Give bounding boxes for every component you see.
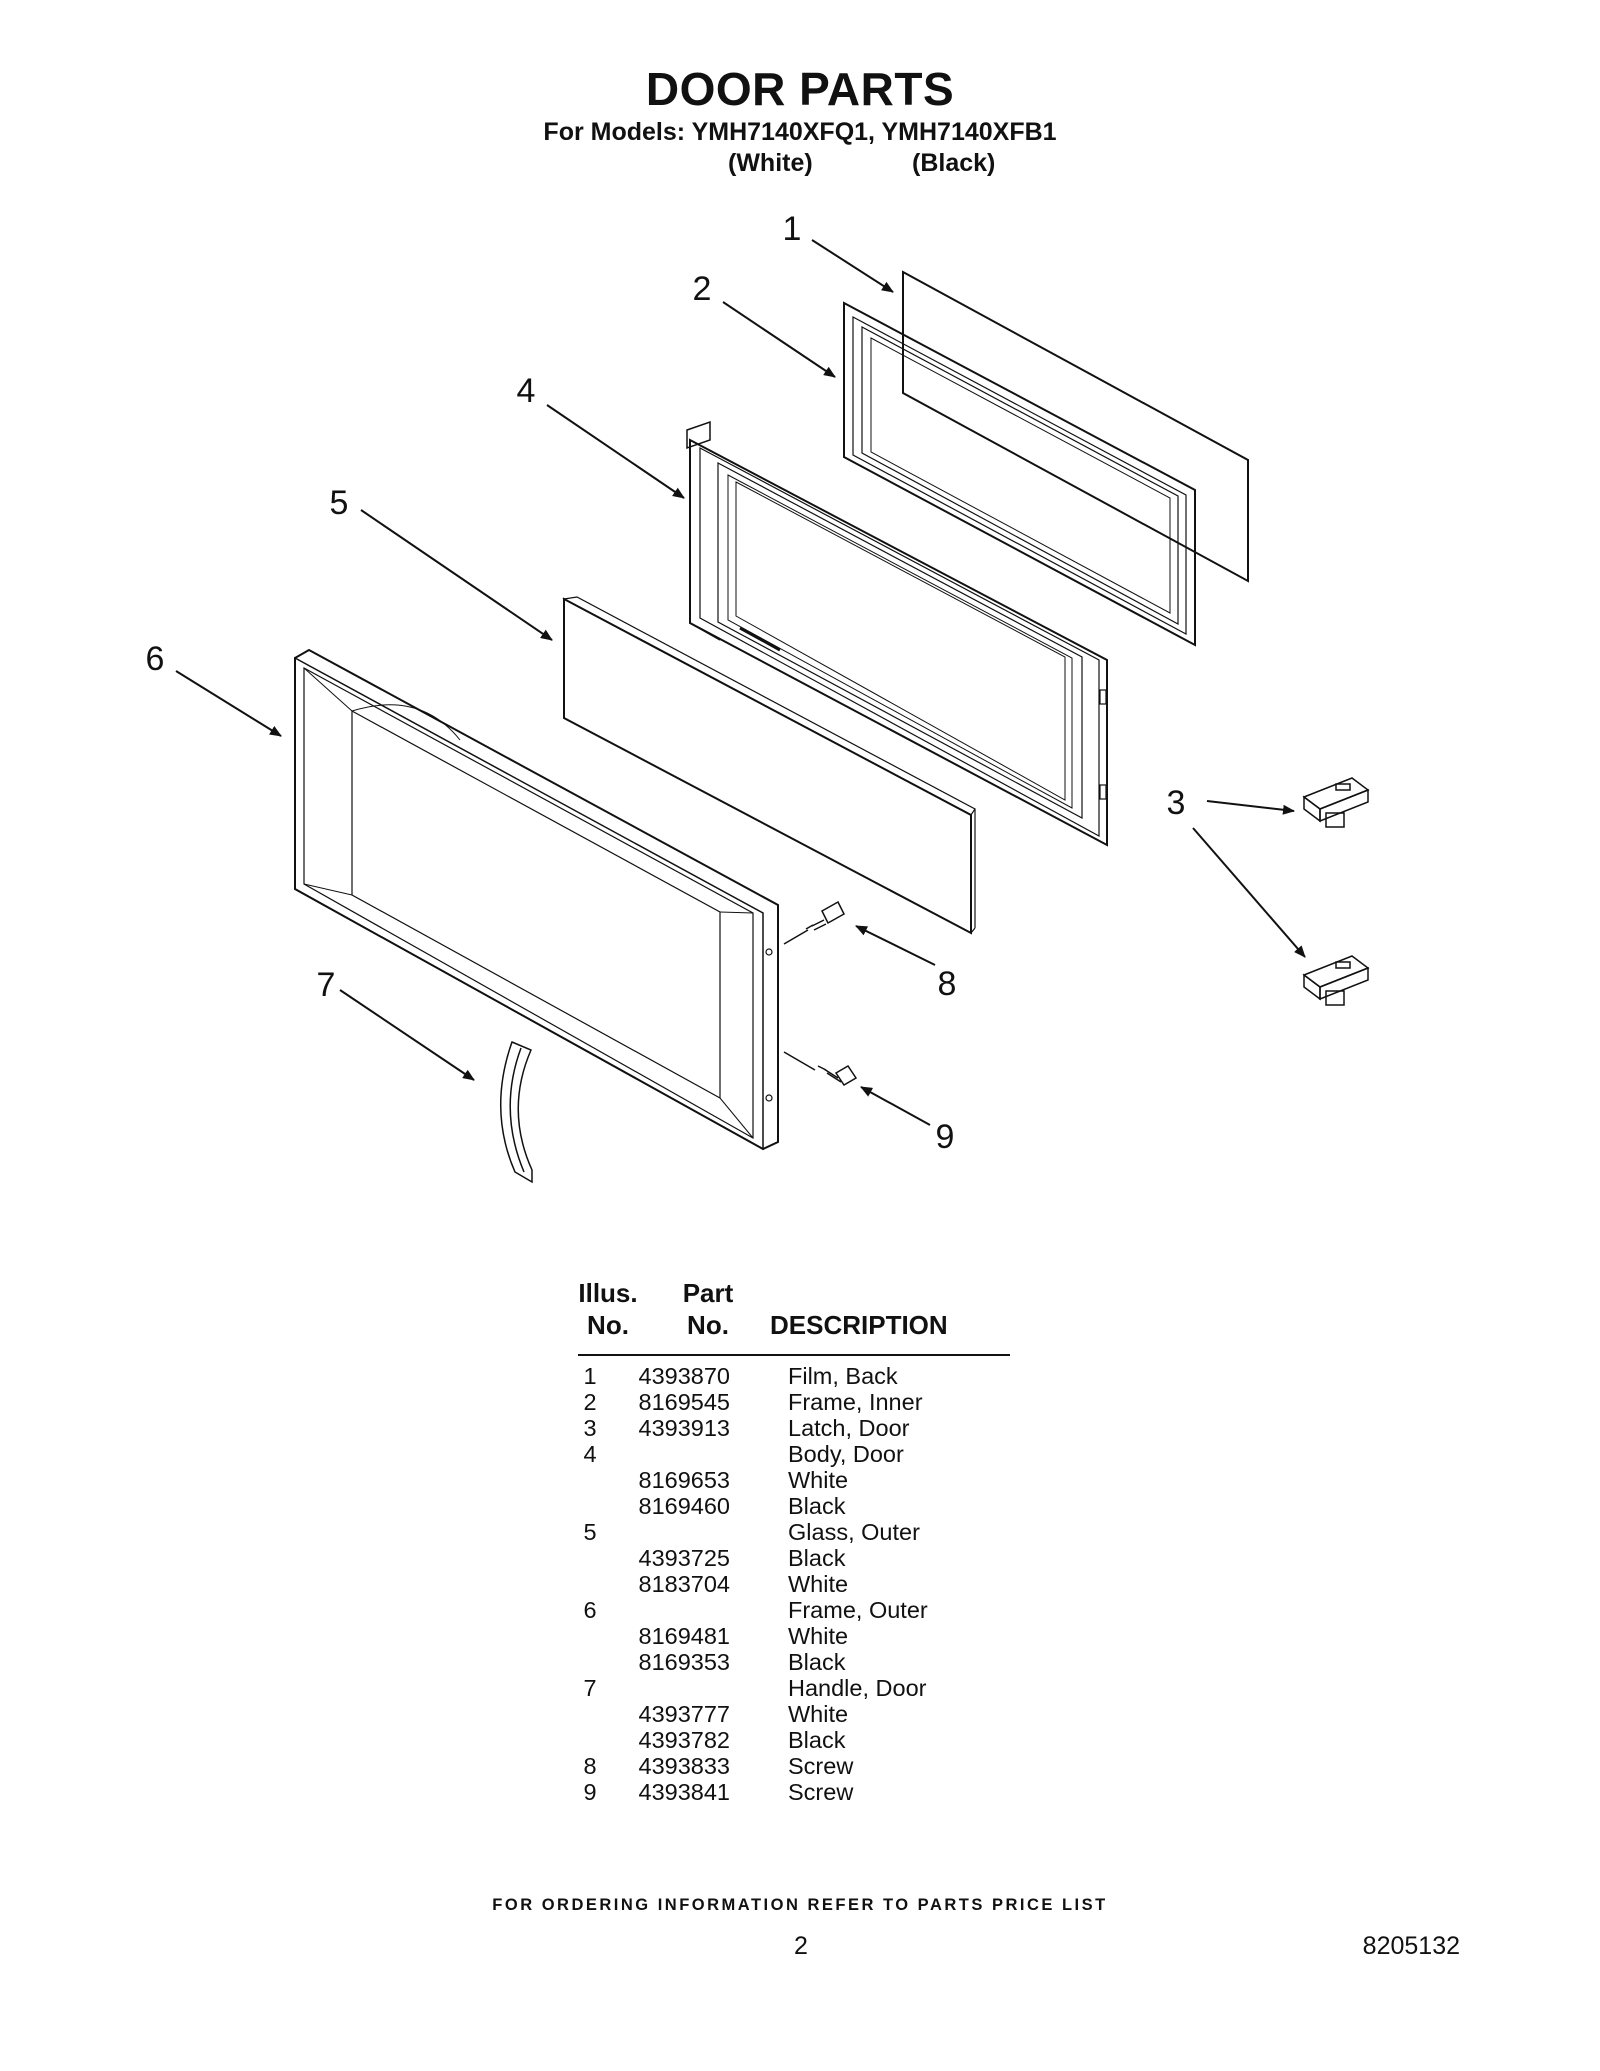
part-no: 8169460 [638, 1493, 731, 1519]
illus-no: 9 [583, 1779, 597, 1805]
header-description: DESCRIPTION [770, 1310, 948, 1340]
part-no: 8169353 [638, 1649, 731, 1675]
callout-9: 9 [935, 1118, 955, 1156]
page-number: 2 [794, 1932, 808, 1960]
part-no: 4393833 [638, 1753, 731, 1779]
description: Film, Back [788, 1363, 898, 1389]
illus-no: 5 [583, 1519, 597, 1545]
description: Black [788, 1727, 846, 1753]
description: Body, Door [788, 1441, 904, 1467]
description: White [788, 1467, 849, 1493]
variant-white-label: (White) [728, 149, 813, 177]
part-no: 4393725 [638, 1545, 731, 1571]
models-line: For Models: YMH7140XFQ1, YMH7140XFB1 [543, 118, 1057, 146]
part-8-screw [805, 900, 845, 931]
part-6-frame-outer [294, 648, 779, 1151]
part-no: 4393913 [638, 1415, 731, 1441]
part-9-screw [817, 1064, 858, 1087]
illus-no: 2 [583, 1389, 597, 1415]
description: Screw [788, 1753, 854, 1779]
callout-4: 4 [516, 372, 536, 410]
description: White [788, 1571, 849, 1597]
description: Black [788, 1649, 846, 1675]
description: Frame, Outer [788, 1597, 928, 1623]
illus-no: 1 [583, 1363, 597, 1389]
illus-no: 3 [583, 1415, 597, 1441]
callout-7: 7 [316, 966, 336, 1004]
illus-no: 4 [583, 1441, 597, 1467]
part-no: 8169653 [638, 1467, 731, 1493]
callout-2: 2 [692, 270, 712, 308]
description: White [788, 1701, 849, 1727]
part-no: 4393782 [638, 1727, 731, 1753]
illus-no: 8 [583, 1753, 597, 1779]
variant-black-label: (Black) [912, 149, 996, 177]
callout-5: 5 [329, 484, 349, 522]
document-number: 8205132 [1362, 1932, 1460, 1960]
part-7-handle-door [500, 1040, 533, 1184]
description: Black [788, 1545, 846, 1571]
header-illus-line2: No. [587, 1310, 629, 1340]
callout-6: 6 [145, 640, 165, 678]
description: Handle, Door [788, 1675, 927, 1701]
part-no: 4393870 [638, 1363, 731, 1389]
header-part-line2: No. [687, 1310, 729, 1340]
callout-3: 3 [1166, 784, 1186, 822]
part-5-glass-outer [562, 596, 976, 935]
page-title: DOOR PARTS [645, 63, 955, 115]
description: Black [788, 1493, 846, 1519]
header-illus-line1: Illus. [578, 1278, 638, 1308]
callout-leaders [175, 239, 1306, 1126]
part-4-body-door [686, 420, 1108, 847]
part-no: 8183704 [638, 1571, 731, 1597]
header-rule [578, 1354, 1010, 1356]
ordering-note: FOR ORDERING INFORMATION REFER TO PARTS … [492, 1896, 1108, 1914]
description: Frame, Inner [788, 1389, 923, 1415]
part-2-frame-inner [843, 301, 1196, 647]
illus-no: 6 [583, 1597, 597, 1623]
callout-1: 1 [782, 210, 802, 248]
header-part-line1: Part [682, 1278, 734, 1308]
part-no: 8169481 [638, 1623, 731, 1649]
description: Screw [788, 1779, 854, 1805]
part-no: 4393777 [638, 1701, 731, 1727]
part-no: 8169545 [638, 1389, 731, 1415]
exploded-parts-diagram [175, 239, 1370, 1184]
callout-8: 8 [937, 965, 957, 1003]
description: Glass, Outer [788, 1519, 920, 1545]
description: White [788, 1623, 849, 1649]
part-3-latch-door-lower [1302, 955, 1370, 1006]
illus-no: 7 [583, 1675, 597, 1701]
part-3-latch-door-upper [1302, 777, 1370, 828]
description: Latch, Door [788, 1415, 910, 1441]
part-no: 4393841 [638, 1779, 731, 1805]
